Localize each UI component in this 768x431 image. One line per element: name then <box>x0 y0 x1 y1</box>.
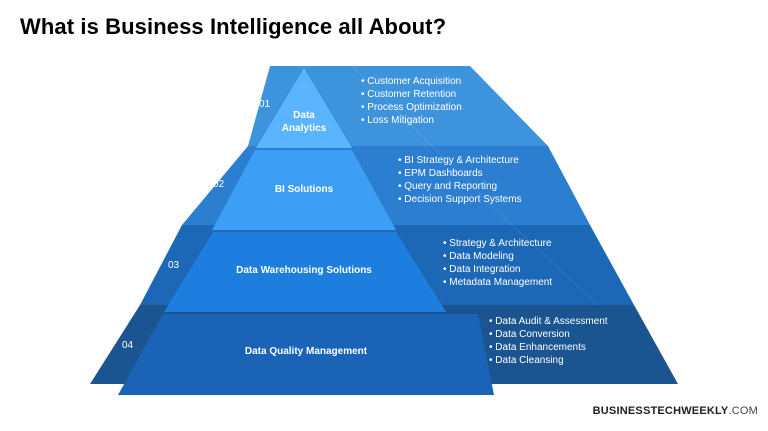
level-4-bullet-1: • Data Audit & Assessment <box>489 316 608 327</box>
level-2-bullet-1: • BI Strategy & Architecture <box>398 155 519 166</box>
level-3-bullet-4: • Metadata Management <box>443 277 552 288</box>
level-1-name-line-2: Analytics <box>282 123 327 134</box>
level-2-side <box>432 146 590 225</box>
brand-suffix: .COM <box>728 405 758 417</box>
level-1-tri <box>256 68 352 148</box>
level-2-tri <box>212 150 396 230</box>
level-4-bullet-4: • Data Cleansing <box>489 355 564 366</box>
level-3-name: Data Warehousing Solutions <box>236 265 372 276</box>
level-3-number: 03 <box>168 260 180 271</box>
level-1-bullet-1: • Customer Acquisition <box>361 76 461 87</box>
level-1-bullet-4: • Loss Mitigation <box>361 115 434 126</box>
level-4-bullet-2: • Data Conversion <box>489 329 570 340</box>
level-3-bullet-1: • Strategy & Architecture <box>443 238 552 249</box>
level-1-name-line-1: Data <box>293 110 315 121</box>
level-1-side <box>352 66 548 146</box>
level-4-tri <box>118 314 494 395</box>
level-1-bullet-2: • Customer Retention <box>361 89 456 100</box>
brand-name: BUSINESSTECHWEEKLY <box>592 405 729 417</box>
level-1-bullet-3: • Process Optimization <box>361 102 462 113</box>
level-4-name: Data Quality Management <box>245 346 368 357</box>
level-3-bullet-3: • Data Integration <box>443 264 520 275</box>
level-2-number: 02 <box>213 179 225 190</box>
level-3-tri <box>164 232 446 312</box>
level-2-bullet-3: • Query and Reporting <box>398 181 497 192</box>
page-title: What is Business Intelligence all About? <box>20 14 447 39</box>
level-2-bullet-4: • Decision Support Systems <box>398 194 522 205</box>
level-3-bullet-2: • Data Modeling <box>443 251 514 262</box>
level-1-number: 01 <box>259 99 271 110</box>
level-3-side <box>512 225 634 305</box>
level-2-name: BI Solutions <box>275 184 334 195</box>
brand-footer: BUSINESSTECHWEEKLY.COM <box>593 405 758 417</box>
level-4-number: 04 <box>122 340 134 351</box>
level-4-side <box>598 305 678 384</box>
level-4-bullet-3: • Data Enhancements <box>489 342 586 353</box>
level-2-bullet-2: • EPM Dashboards <box>398 168 483 179</box>
